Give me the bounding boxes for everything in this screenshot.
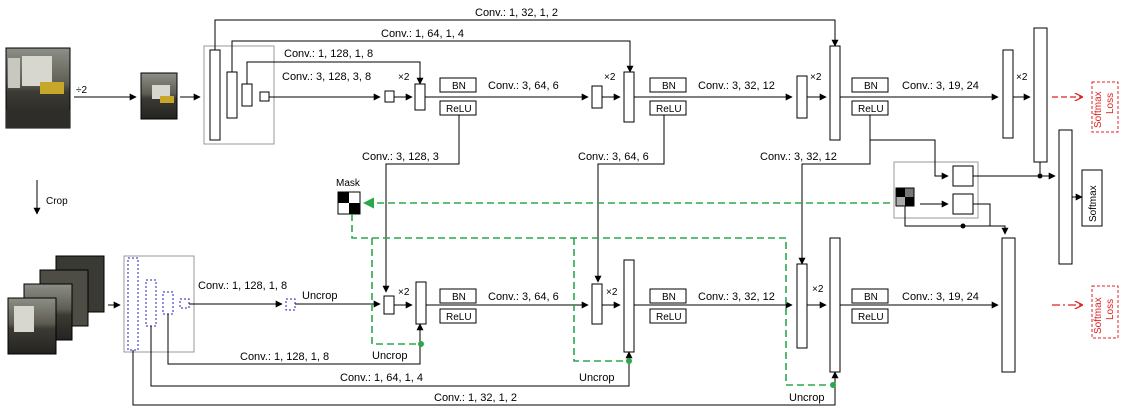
upsample-label: ×2 [398,287,410,298]
fusion-out-bottom [973,204,990,226]
feature-block [385,91,394,102]
bottom-skip-label-1-32: Conv.: 1, 32, 1, 2 [434,392,517,404]
softmax-final: Softmax [1082,170,1102,226]
svg-text:ReLU: ReLU [446,312,472,323]
score-block [1003,50,1013,138]
mask-label: Mask [336,178,361,189]
cross-label-3-32: Conv.: 3, 32, 12 [760,151,837,163]
fusion-unit [894,162,978,218]
conv-label: Conv.: 3, 32, 12 [698,80,775,92]
feature-block [624,260,634,352]
bottom-encoder [124,256,194,352]
feature-block [830,46,840,140]
skip-label-1-64: Conv.: 1, 64, 1, 4 [381,28,464,40]
conv-label: Conv.: 3, 32, 12 [698,291,775,303]
downscaled-image [141,73,177,119]
svg-text:Loss: Loss [1105,93,1116,114]
bn-relu-block: BN ReLU [440,78,476,115]
crop-label: Crop [46,196,68,207]
softmax-loss-top: Softmax Loss [1092,82,1118,132]
cross-label-3-64: Conv.: 3, 64, 6 [578,151,649,163]
cross-line-3-64 [598,115,664,282]
final-score-map [1059,130,1072,264]
fusion-in-top [870,128,948,176]
svg-text:BN: BN [452,81,466,92]
uncrop-label-2: Uncrop [372,350,407,362]
feature-block [415,84,425,110]
conv-label-3-128: Conv.: 3, 128, 3, 8 [282,71,371,83]
svg-text:ReLU: ReLU [858,104,884,115]
bn-relu-block: BN ReLU [852,78,888,115]
conv-label: Conv.: 3, 64, 6 [488,291,559,303]
svg-text:Softmax: Softmax [1088,185,1099,222]
feature-block [592,284,602,324]
uncrop-label-4: Uncrop [789,392,824,404]
upsample-label: ×2 [606,287,618,298]
svg-text:BN: BN [662,292,676,303]
feature-block [624,72,634,122]
skip-line-1-32 [215,20,835,50]
svg-text:Softmax: Softmax [1093,91,1104,128]
feature-block [592,86,602,108]
upsample-label: ×2 [810,72,822,83]
svg-text:Loss: Loss [1105,299,1116,320]
bn-relu-block: BN ReLU [440,289,476,323]
input-image [6,48,70,128]
feature-block [830,238,840,372]
bn-relu-block: BN ReLU [650,289,686,323]
score-map [1034,28,1047,162]
cropped-images-stack [8,256,104,354]
bottom-skip-label-1-128: Conv.: 1, 128, 1, 8 [240,351,329,363]
upsample-label: ×2 [812,284,824,295]
feature-block [416,282,426,324]
svg-text:ReLU: ReLU [446,104,472,115]
svg-text:Softmax: Softmax [1093,297,1104,334]
downscale-label: ÷2 [76,85,87,96]
upsample-label: ×2 [1016,72,1028,83]
cross-label-3-128: Conv.: 3, 128, 3 [362,151,439,163]
skip-label-1-32: Conv.: 1, 32, 1, 2 [475,7,558,19]
svg-text:BN: BN [864,81,878,92]
top-encoder [204,46,274,144]
svg-text:ReLU: ReLU [656,104,682,115]
upsample-label: ×2 [604,72,616,83]
conv-label: Conv.: 3, 19, 24 [902,80,979,92]
bn-relu-block: BN ReLU [852,289,888,323]
feature-block [797,76,807,118]
uncrop-label-1: Uncrop [302,290,337,302]
uncrop-path-1 [372,238,421,344]
svg-text:BN: BN [452,292,466,303]
feature-block [384,296,394,314]
feature-block [797,264,807,348]
svg-text:ReLU: ReLU [858,312,884,323]
upsample-label: ×2 [398,72,410,83]
svg-text:BN: BN [864,292,878,303]
bottom-skip-label-1-64: Conv.: 1, 64, 1, 4 [340,372,423,384]
conv-label: Conv.: 3, 19, 24 [902,291,979,303]
score-map-bottom [1002,238,1015,372]
svg-text:ReLU: ReLU [656,312,682,323]
conv-label: Conv.: 3, 64, 6 [488,80,559,92]
cropped-feature-block [286,299,295,310]
skip-label-1-128: Conv.: 1, 128, 1, 8 [284,48,373,60]
bottom-conv-label: Conv.: 1, 128, 1, 8 [198,280,287,292]
mask-icon [338,192,360,214]
bn-relu-block: BN ReLU [650,78,686,115]
svg-text:BN: BN [662,81,676,92]
softmax-loss-bottom: Softmax Loss [1092,286,1118,338]
uncrop-label-3: Uncrop [579,372,614,384]
